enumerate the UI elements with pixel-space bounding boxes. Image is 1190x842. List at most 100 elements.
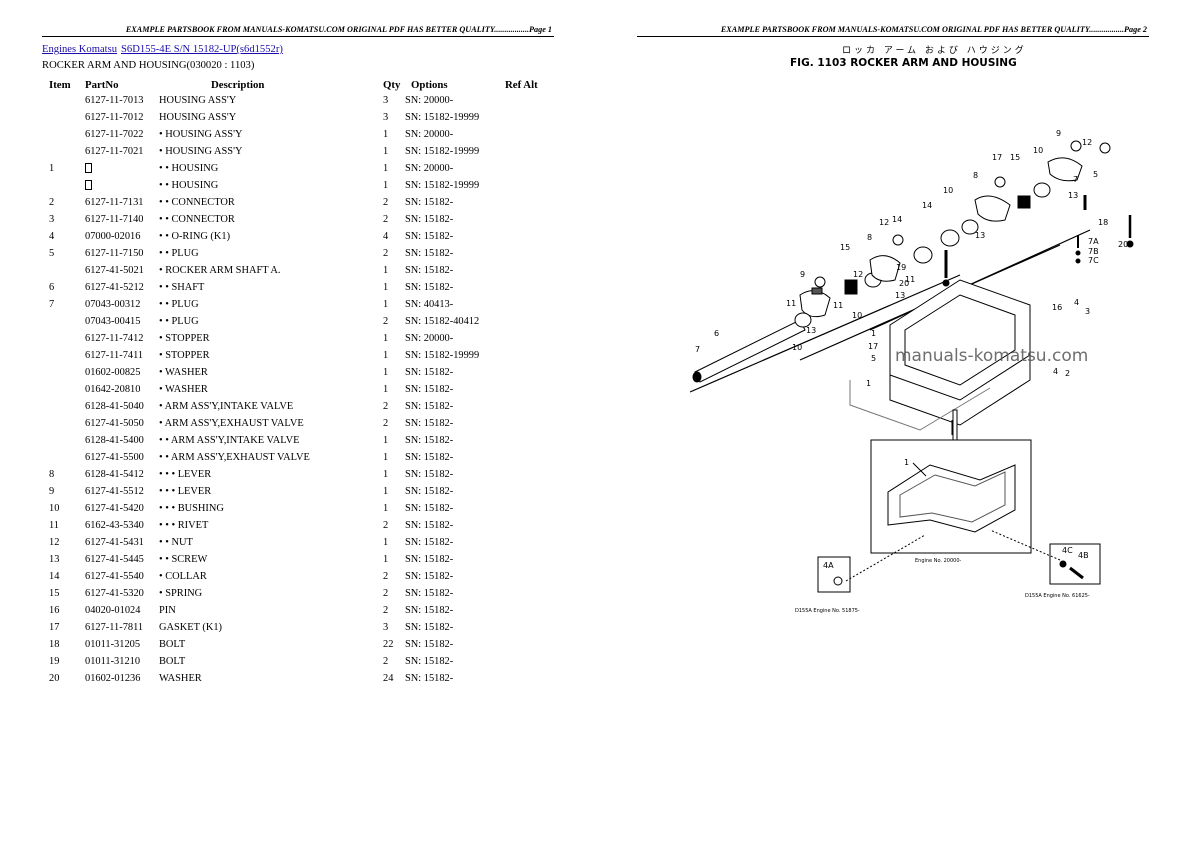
quantity: 1 bbox=[383, 350, 389, 361]
callout-6: 6 bbox=[714, 329, 719, 338]
description: • COLLAR bbox=[159, 571, 207, 582]
breadcrumb-link-engines-komatsu[interactable]: Engines Komatsu bbox=[42, 44, 118, 55]
callout-16: 16 bbox=[1052, 303, 1062, 312]
column-header-qty: Qty bbox=[383, 78, 401, 91]
quantity: 1 bbox=[383, 282, 389, 293]
part-number: 6127-41-5021 bbox=[85, 265, 144, 276]
part-number: 6127-41-5512 bbox=[85, 486, 144, 497]
ref-alt bbox=[505, 194, 565, 211]
section-title: ROCKER ARM AND HOUSING(030020 : 1103) bbox=[42, 60, 255, 71]
description: • ARM ASS'Y,EXHAUST VALVE bbox=[159, 418, 304, 429]
options: SN: 15182- bbox=[405, 401, 454, 412]
ref-alt bbox=[505, 381, 565, 398]
part-number: 01642-20810 bbox=[85, 384, 141, 395]
options: SN: 15182-40412 bbox=[405, 316, 480, 327]
description: • WASHER bbox=[159, 367, 208, 378]
ref-alt bbox=[505, 653, 565, 670]
inset-caption-right: D155A Engine No. 61625- bbox=[1025, 593, 1090, 599]
part-number: 6127-41-5540 bbox=[85, 571, 144, 582]
ref-alt bbox=[505, 109, 565, 126]
part-number: 01011-31205 bbox=[85, 639, 141, 650]
ref-alt bbox=[505, 466, 565, 483]
callout-4b3: 4B bbox=[1078, 551, 1089, 560]
callout-12: 12 bbox=[853, 270, 863, 279]
ref-alt bbox=[505, 92, 565, 109]
part-number: 6127-41-5212 bbox=[85, 282, 144, 293]
item-number bbox=[42, 143, 85, 160]
description: • SPRING bbox=[159, 588, 203, 599]
callout-20b: 20 bbox=[1118, 240, 1128, 249]
item-number bbox=[42, 432, 85, 449]
item-number: 7 bbox=[49, 299, 55, 310]
description: • • • RIVET bbox=[159, 520, 209, 531]
part-number: 6127-41-5431 bbox=[85, 537, 144, 548]
description: • • CONNECTOR bbox=[159, 214, 235, 225]
header-divider bbox=[637, 36, 1149, 37]
options: SN: 20000- bbox=[405, 129, 454, 140]
callout-1: 1 bbox=[871, 329, 876, 338]
item-number bbox=[42, 364, 85, 381]
callout-17b: 17 bbox=[868, 342, 878, 351]
quantity: 1 bbox=[383, 163, 389, 174]
quantity: 4 bbox=[383, 231, 389, 242]
quantity: 3 bbox=[383, 112, 389, 123]
options: SN: 15182- bbox=[405, 520, 454, 531]
item-number bbox=[42, 398, 85, 415]
part-number: 6127-11-7811 bbox=[85, 622, 144, 633]
ref-alt bbox=[505, 364, 565, 381]
callout-9b: 9 bbox=[1056, 129, 1061, 138]
quantity: 3 bbox=[383, 95, 389, 106]
options: SN: 15182- bbox=[405, 197, 454, 208]
inset-caption-left: D155A Engine No. 51875- bbox=[795, 608, 860, 614]
item-number: 2 bbox=[49, 197, 55, 208]
callout-3: 3 bbox=[1085, 307, 1090, 316]
part-number: 01602-00825 bbox=[85, 367, 141, 378]
options: SN: 15182- bbox=[405, 367, 454, 378]
callout-15b: 15 bbox=[1010, 153, 1020, 162]
callout-1c: 1 bbox=[904, 458, 909, 467]
column-header-description: Description bbox=[211, 78, 265, 91]
item-number bbox=[42, 262, 85, 279]
quantity: 2 bbox=[383, 571, 389, 582]
item-number: 3 bbox=[49, 214, 55, 225]
exploded-parts-diagram: 7 6 11 9 11 10 13 15 12 10 8 12 14 19 20… bbox=[690, 129, 1134, 614]
breadcrumb-link-model[interactable]: S6D155-4E S/N 15182-UP(s6d1552r) bbox=[121, 44, 283, 55]
item-number bbox=[42, 92, 85, 109]
callout-10c: 10 bbox=[943, 186, 953, 195]
ref-alt bbox=[505, 415, 565, 432]
options: SN: 15182- bbox=[405, 231, 454, 242]
description: • • • BUSHING bbox=[159, 503, 224, 514]
callout-13d: 13 bbox=[1068, 191, 1078, 200]
description: • • PLUG bbox=[159, 248, 199, 259]
ref-alt bbox=[505, 619, 565, 636]
item-number: 6 bbox=[49, 282, 55, 293]
item-number: 4 bbox=[49, 231, 55, 242]
options: SN: 15182- bbox=[405, 248, 454, 259]
callout-5b: 5 bbox=[871, 354, 876, 363]
ref-alt bbox=[505, 534, 565, 551]
part-number: 6127-11-7021 bbox=[85, 146, 144, 157]
quantity: 1 bbox=[383, 180, 389, 191]
options: SN: 15182- bbox=[405, 452, 454, 463]
quantity: 2 bbox=[383, 248, 389, 259]
watermark: manuals-komatsu.com bbox=[895, 346, 1089, 366]
column-header-options: Options bbox=[411, 78, 448, 91]
ref-alt bbox=[505, 160, 565, 177]
ref-alt bbox=[505, 126, 565, 143]
quantity: 3 bbox=[383, 622, 389, 633]
quantity: 1 bbox=[383, 367, 389, 378]
part-number: 07000-02016 bbox=[85, 231, 141, 242]
callout-20: 20 bbox=[899, 279, 909, 288]
item-number: 10 bbox=[49, 503, 60, 514]
callout-12b: 12 bbox=[879, 218, 889, 227]
description: • ARM ASS'Y,INTAKE VALVE bbox=[159, 401, 294, 412]
